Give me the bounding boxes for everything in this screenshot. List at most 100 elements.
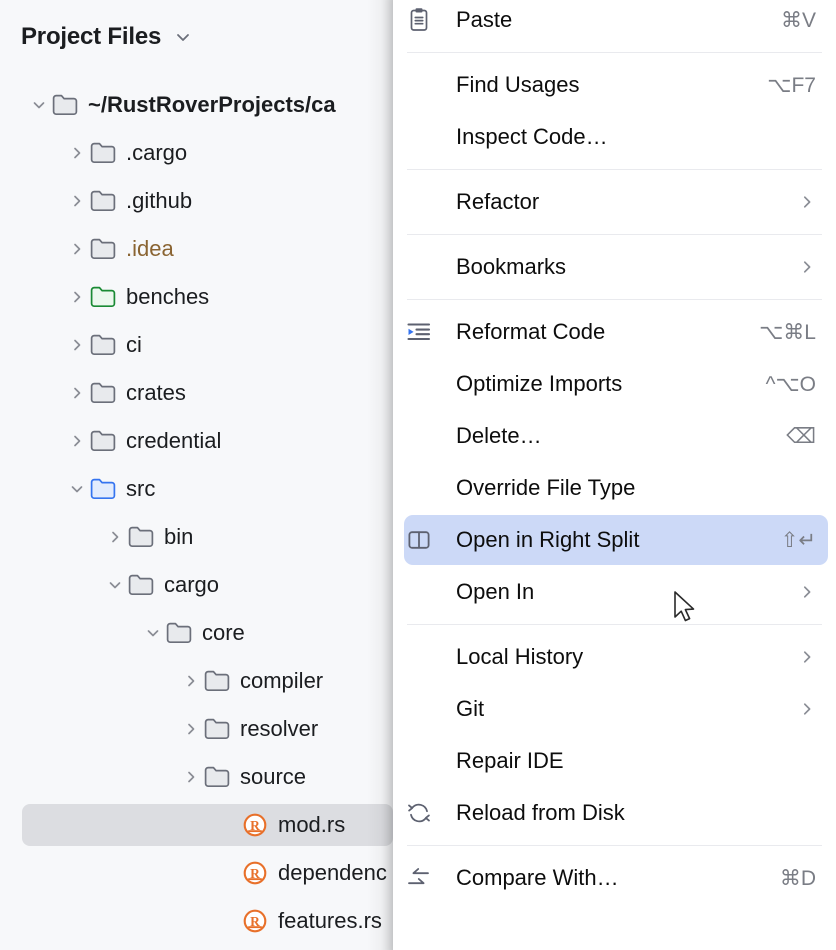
chevron-right-icon[interactable]: [178, 764, 204, 790]
tree-folder-item[interactable]: source: [0, 754, 393, 800]
menu-item-no-icon: [404, 694, 434, 724]
chevron-right-icon[interactable]: [178, 668, 204, 694]
folder-icon: [204, 718, 230, 740]
tree-item-label: core: [202, 620, 245, 645]
menu-item-repair-ide[interactable]: Repair IDE: [393, 735, 836, 787]
chevron-down-icon[interactable]: [173, 27, 193, 47]
tree-item-label: src: [126, 476, 156, 501]
tree-folder-item[interactable]: ~/RustRoverProjects/ca: [0, 82, 393, 128]
menu-item-reload-from-disk[interactable]: Reload from Disk: [393, 787, 836, 839]
tree-folder-item[interactable]: crates: [0, 370, 393, 416]
compare-icon: [404, 863, 434, 893]
menu-item-refactor[interactable]: Refactor: [393, 176, 836, 228]
chevron-right-icon: [798, 583, 816, 601]
project-files-header[interactable]: Project Files: [0, 0, 393, 74]
folder-icon: [90, 238, 116, 260]
tree-folder-item[interactable]: .github: [0, 178, 393, 224]
chevron-right-icon[interactable]: [64, 236, 90, 262]
chevron-right-icon[interactable]: [64, 332, 90, 358]
menu-item-label: Refactor: [456, 189, 540, 214]
tree-folder-item[interactable]: compiler: [0, 658, 393, 704]
tree-folder-item[interactable]: core: [0, 610, 393, 656]
menu-item-label: Paste: [456, 7, 513, 32]
menu-item-label: Git: [456, 696, 485, 721]
chevron-down-icon[interactable]: [64, 476, 90, 502]
menu-item-open-in-right-split[interactable]: Open in Right Split⇧↵: [393, 514, 836, 566]
tree-selection-highlight: [22, 804, 393, 846]
tree-item-label: crates: [126, 380, 186, 405]
menu-item-label: Delete…: [456, 423, 542, 448]
menu-item-override-file-type[interactable]: Override File Type: [393, 462, 836, 514]
menu-separator: [407, 169, 822, 170]
menu-item-no-icon: [404, 642, 434, 672]
refresh-icon: [404, 798, 434, 828]
menu-selection-highlight: [404, 515, 828, 565]
chevron-down-icon[interactable]: [102, 572, 128, 598]
menu-item-open-in[interactable]: Open In: [393, 566, 836, 618]
menu-item-no-icon: [404, 473, 434, 503]
menu-item-optimize-imports[interactable]: Optimize Imports^⌥O: [393, 358, 836, 410]
menu-item-no-icon: [404, 577, 434, 607]
menu-item-shortcut: ⌘D: [779, 866, 816, 890]
menu-item-label: Open in Right Split: [456, 527, 640, 552]
tree-item-label: resolver: [240, 716, 319, 741]
menu-item-find-usages[interactable]: Find Usages⌥F7: [393, 59, 836, 111]
menu-item-git[interactable]: Git: [393, 683, 836, 735]
tree-folder-item[interactable]: .idea: [0, 226, 393, 272]
menu-item-label: Compare With…: [456, 865, 619, 890]
folder-icon: [90, 190, 116, 212]
chevron-right-icon[interactable]: [64, 140, 90, 166]
chevron-right-icon[interactable]: [64, 284, 90, 310]
chevron-right-icon[interactable]: [178, 716, 204, 742]
tree-folder-item[interactable]: resolver: [0, 706, 393, 752]
menu-item-inspect-code[interactable]: Inspect Code…: [393, 111, 836, 163]
chevron-right-icon[interactable]: [64, 428, 90, 454]
menu-item-shortcut: ⌫: [786, 424, 816, 448]
tree-folder-item[interactable]: src: [0, 466, 393, 512]
svg-text:R: R: [250, 818, 260, 833]
tree-item-label: compiler: [240, 668, 324, 693]
tree-folder-item[interactable]: benches: [0, 274, 393, 320]
tree-folder-item[interactable]: ci: [0, 322, 393, 368]
menu-item-delete[interactable]: Delete… ⌫: [393, 410, 836, 462]
tree-item-label: cargo: [164, 572, 220, 597]
menu-item-no-icon: [404, 746, 434, 776]
chevron-right-icon[interactable]: [64, 188, 90, 214]
menu-item-shortcut: ^⌥O: [765, 372, 816, 396]
menu-separator: [407, 234, 822, 235]
tree-folder-item[interactable]: credential: [0, 418, 393, 464]
tree-folder-item[interactable]: cargo: [0, 562, 393, 608]
clipboard-icon: [404, 5, 434, 35]
tree-folder-item[interactable]: bin: [0, 514, 393, 560]
tree-item-label: bin: [164, 524, 194, 549]
tree-item-label: .github: [126, 188, 193, 213]
menu-item-reformat-code[interactable]: Reformat Code⌥⌘L: [393, 306, 836, 358]
chevron-right-icon[interactable]: [102, 524, 128, 550]
split-pane-icon: [404, 525, 434, 555]
folder-icon: [90, 334, 116, 356]
project-files-panel: Project Files ~/RustRoverProjects/ca .car…: [0, 0, 393, 950]
chevron-down-icon[interactable]: [26, 92, 52, 118]
folder-icon: [90, 382, 116, 404]
menu-item-compare-with[interactable]: Compare With… ⌘D: [393, 852, 836, 904]
tree-item-label: .cargo: [126, 140, 188, 165]
svg-text:R: R: [250, 866, 260, 881]
chevron-down-icon[interactable]: [140, 620, 166, 646]
chevron-right-icon: [798, 648, 816, 666]
tree-item-label: ci: [126, 332, 142, 357]
menu-item-paste[interactable]: Paste ⌘V: [393, 0, 836, 46]
rust-file-icon: R: [242, 860, 268, 886]
tree-item-label: dependenc: [278, 860, 387, 885]
tree-folder-item[interactable]: .cargo: [0, 130, 393, 176]
menu-item-local-history[interactable]: Local History: [393, 631, 836, 683]
folder-icon: [90, 478, 116, 500]
reformat-code-icon: [404, 317, 434, 347]
chevron-right-icon[interactable]: [64, 380, 90, 406]
menu-item-shortcut: ⌘V: [780, 8, 816, 32]
folder-icon: [90, 430, 116, 452]
menu-item-bookmarks[interactable]: Bookmarks: [393, 241, 836, 293]
